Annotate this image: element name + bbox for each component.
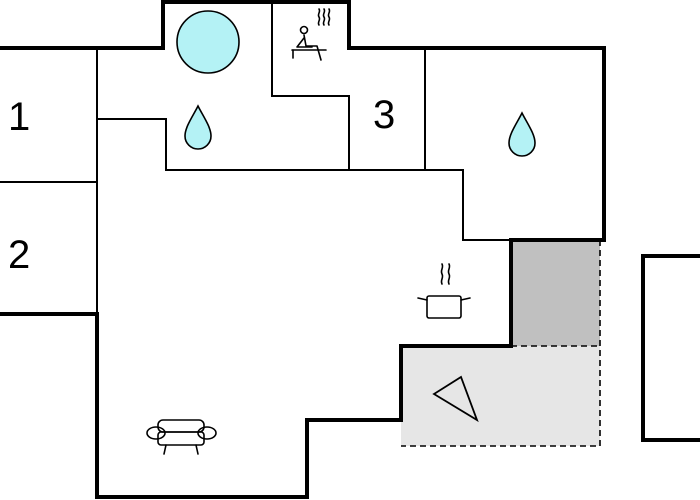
cooking-pot-icon	[417, 263, 471, 319]
sofa-icon	[146, 419, 217, 455]
open-terrace	[401, 346, 600, 446]
bathroom-wall	[96, 118, 464, 171]
outbuilding-wall	[641, 254, 700, 442]
terrace-dashed-outline	[401, 240, 601, 447]
terrace-icon	[432, 375, 479, 423]
water-drop-icon	[184, 104, 212, 150]
room-label-2: 2	[8, 233, 30, 277]
exterior-wall	[0, 0, 606, 499]
bathroom-2-wall	[462, 169, 512, 241]
water-drop-icon	[508, 111, 536, 157]
circle-icon	[176, 10, 240, 74]
room-label-3: 3	[373, 93, 395, 137]
room-label-1: 1	[8, 95, 30, 139]
sauna-wall	[271, 1, 350, 171]
sauna-icon	[291, 8, 331, 61]
covered-terrace	[511, 240, 600, 346]
